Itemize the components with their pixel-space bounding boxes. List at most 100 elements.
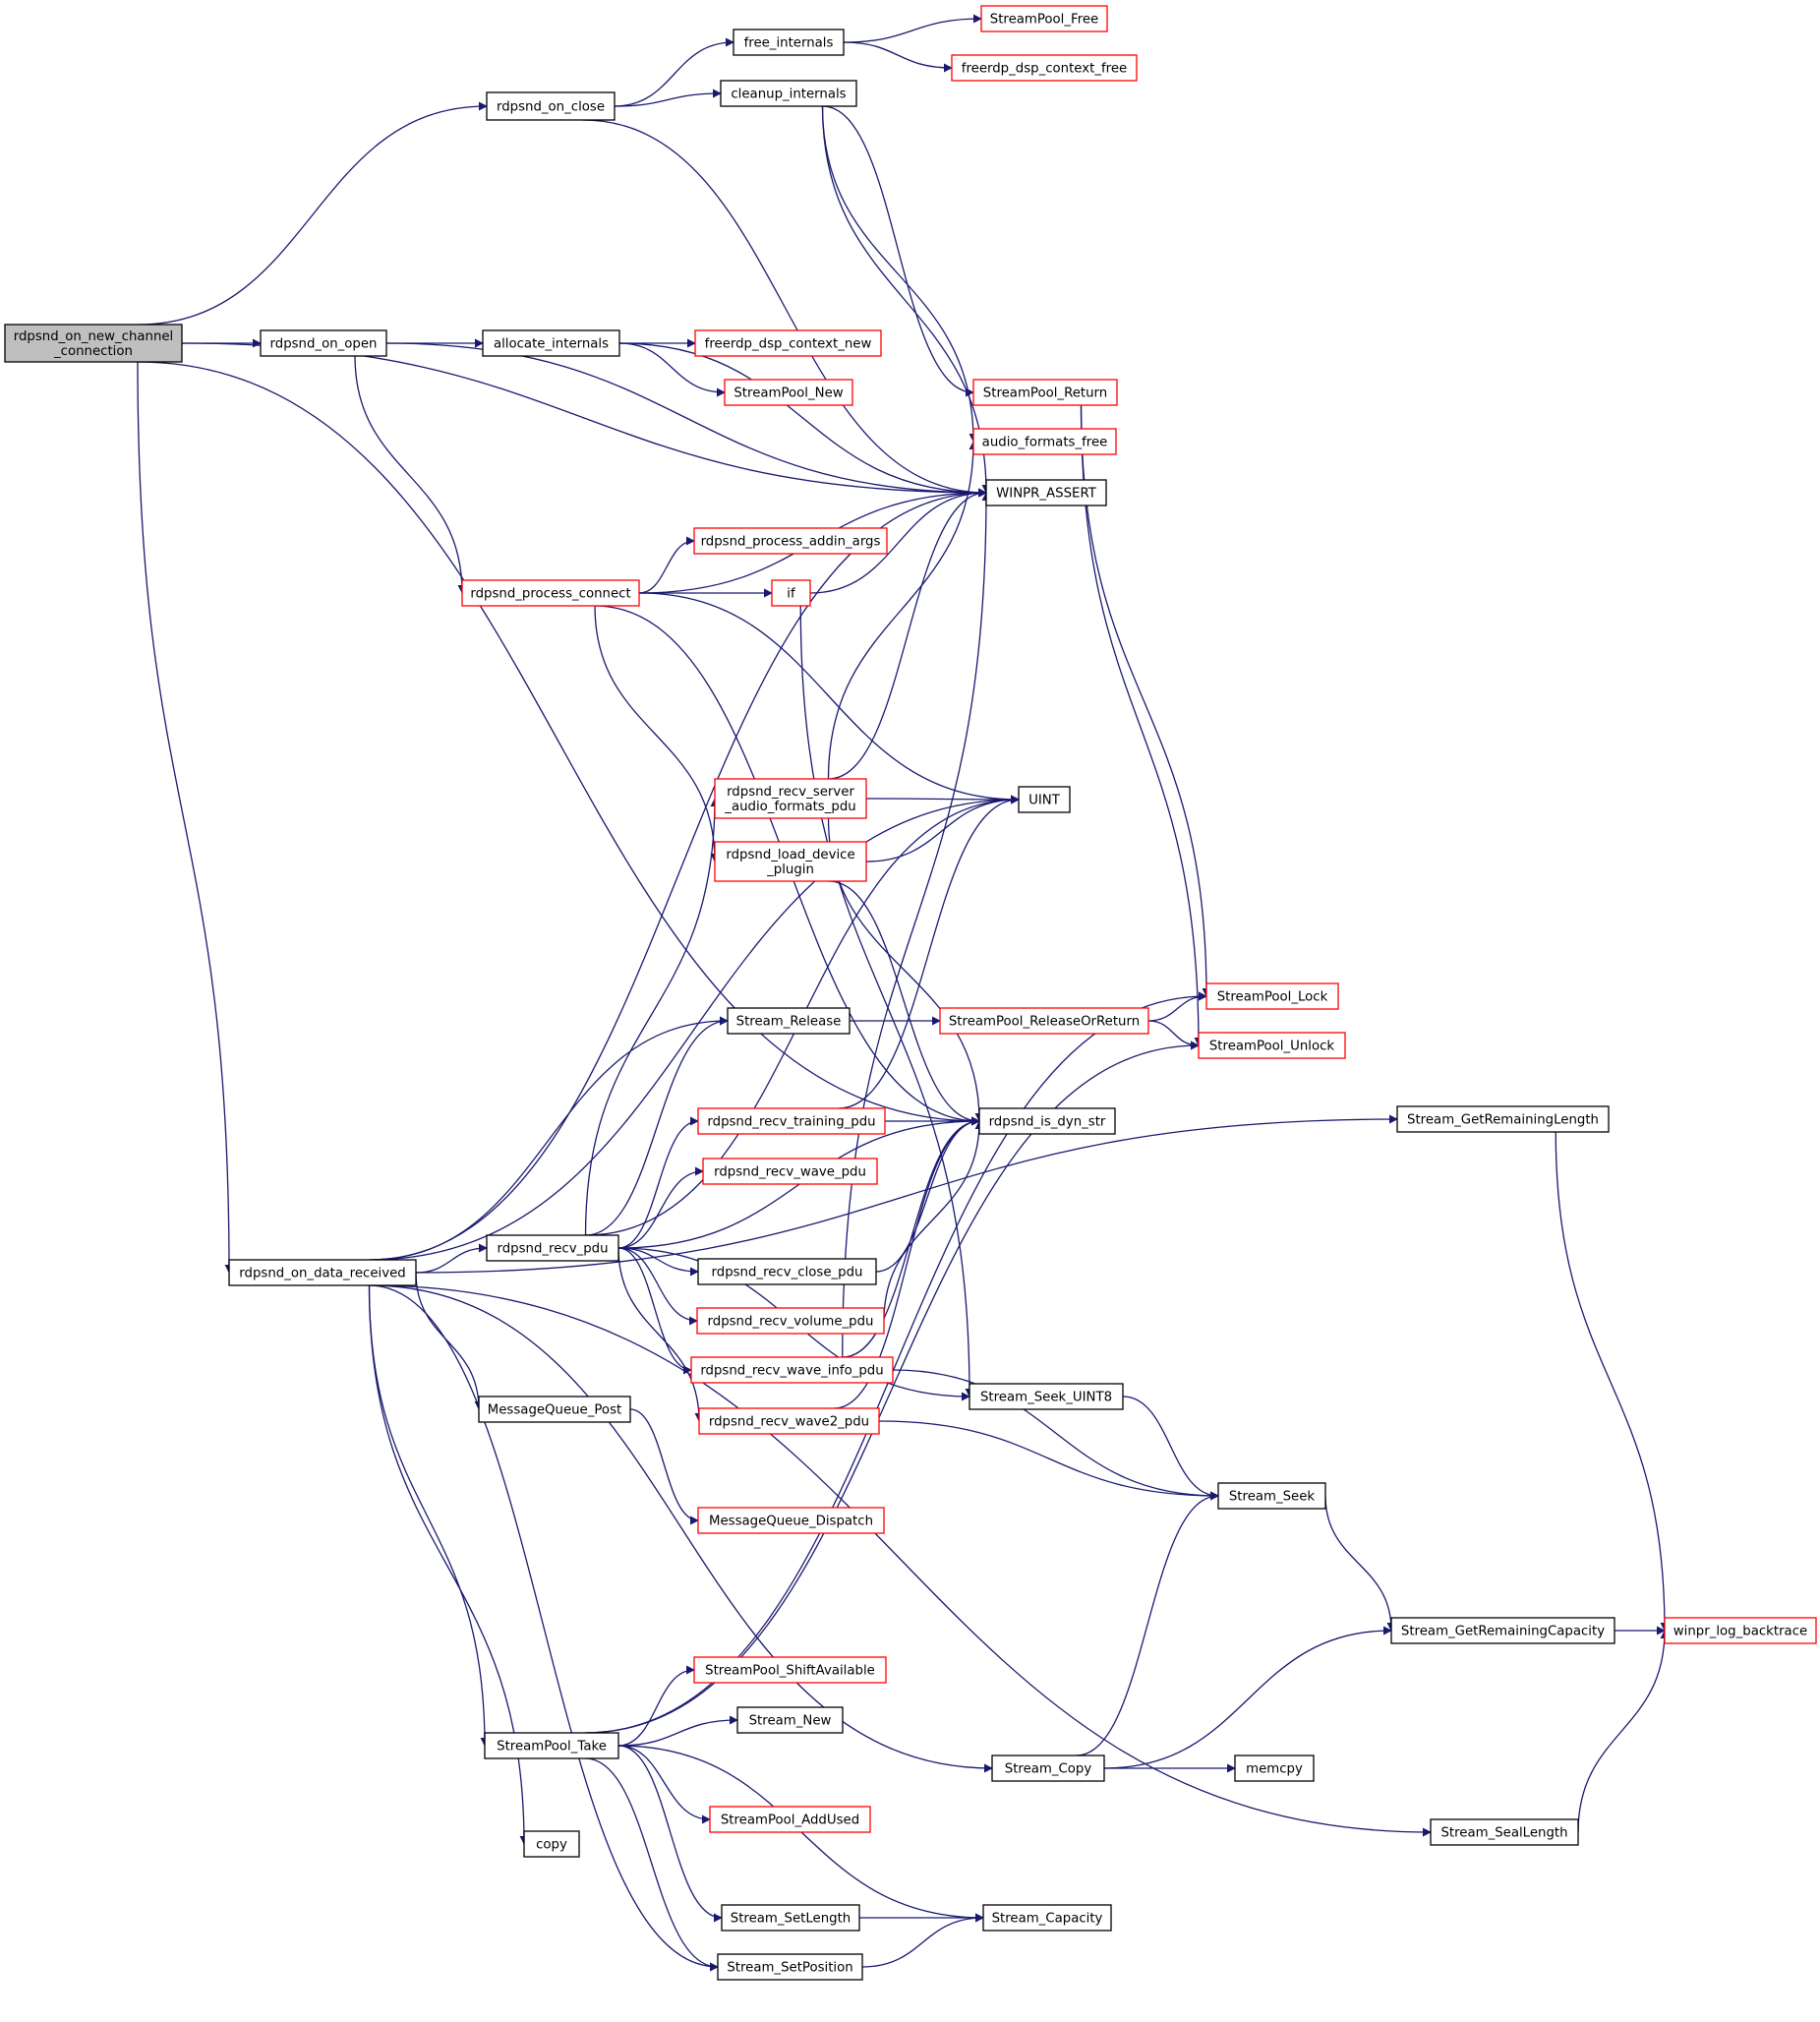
edge-training-to-uint xyxy=(838,795,1020,1109)
edge-stream-seek-to-get-remaining-cap xyxy=(1324,1495,1396,1632)
node-close-pdu[interactable]: rdpsnd_recv_close_pdu xyxy=(697,1258,877,1285)
node-dsp-new[interactable]: freerdp_dsp_context_new xyxy=(694,329,882,357)
edge-sp-return-to-sp-lock xyxy=(1080,404,1211,997)
node-label: allocate_internals xyxy=(494,337,609,352)
node-label: StreamPool_ReleaseOrReturn xyxy=(949,1015,1140,1030)
node-box xyxy=(1430,1818,1579,1846)
node-sp-release-or-return[interactable]: StreamPool_ReleaseOrReturn xyxy=(939,1007,1149,1035)
node-box xyxy=(709,1806,871,1833)
node-get-remaining-cap[interactable]: Stream_GetRemainingCapacity xyxy=(1390,1617,1615,1644)
node-server-formats[interactable]: rdpsnd_recv_server_audio_formats_pdu xyxy=(714,778,867,819)
node-label: _connection xyxy=(53,344,133,359)
node-sp-return[interactable]: StreamPool_Return xyxy=(972,379,1118,406)
node-assert[interactable]: WINPR_ASSERT xyxy=(985,479,1107,506)
node-dsp-free[interactable]: freerdp_dsp_context_free xyxy=(951,54,1138,82)
node-recv-pdu[interactable]: rdpsnd_recv_pdu xyxy=(486,1234,619,1262)
node-box xyxy=(486,91,616,121)
node-label: rdpsnd_recv_volume_pdu xyxy=(708,1315,874,1330)
node-sp-lock[interactable]: StreamPool_Lock xyxy=(1205,982,1339,1010)
node-on-open[interactable]: rdpsnd_on_open xyxy=(260,329,387,357)
node-set-position[interactable]: Stream_SetPosition xyxy=(717,1953,863,1981)
node-stream-copy[interactable]: Stream_Copy xyxy=(991,1754,1105,1782)
node-root[interactable]: rdpsnd_on_new_channel_connection xyxy=(4,324,183,363)
node-sp-new[interactable]: StreamPool_New xyxy=(724,379,853,406)
node-on-data[interactable]: rdpsnd_on_data_received xyxy=(228,1259,417,1286)
edge-wave-info-to-stream-seek xyxy=(892,1369,1219,1501)
node-set-length[interactable]: Stream_SetLength xyxy=(721,1904,860,1932)
node-mq-post[interactable]: MessageQueue_Post xyxy=(478,1396,631,1423)
node-stream-seek[interactable]: Stream_Seek xyxy=(1217,1482,1326,1510)
node-proc-connect[interactable]: rdpsnd_process_connect xyxy=(461,579,640,607)
node-label: rdpsnd_load_device xyxy=(726,848,854,862)
edge-wave2-to-is-dyn-str xyxy=(834,1116,980,1409)
node-label: StreamPool_Return xyxy=(983,387,1107,401)
node-seek-uint8[interactable]: Stream_Seek_UINT8 xyxy=(969,1383,1124,1410)
node-box xyxy=(721,1904,860,1932)
edge-on-data-to-stream-copy xyxy=(369,1284,993,1773)
node-alloc[interactable]: allocate_internals xyxy=(482,329,620,357)
node-training[interactable]: rdpsnd_recv_training_pdu xyxy=(697,1107,886,1135)
edge-cleanup-to-af-free xyxy=(821,105,978,443)
edge-recv-pdu-to-volume-pdu xyxy=(617,1247,698,1326)
node-addin-args[interactable]: rdpsnd_process_addin_args xyxy=(693,527,888,555)
edge-sp-take-to-sp-lock xyxy=(584,991,1207,1734)
node-label: UINT xyxy=(1028,794,1061,808)
node-box xyxy=(972,428,1117,455)
node-is-dyn-str[interactable]: rdpsnd_is_dyn_str xyxy=(978,1107,1116,1135)
edge-sp-release-or-return-to-sp-unlock xyxy=(1147,1020,1200,1050)
node-add-used[interactable]: StreamPool_AddUsed xyxy=(709,1806,871,1833)
node-label: rdpsnd_on_new_channel xyxy=(14,329,174,344)
node-volume-pdu[interactable]: rdpsnd_recv_volume_pdu xyxy=(696,1307,885,1335)
edge-seal-length-to-log-backtrace xyxy=(1577,1630,1670,1833)
edge-seek-uint8-to-stream-seek xyxy=(1122,1396,1219,1501)
node-wave-pdu[interactable]: rdpsnd_recv_wave_pdu xyxy=(702,1158,878,1185)
call-nodes: rdpsnd_on_new_channel_connectionrdpsnd_o… xyxy=(4,5,1817,1981)
node-load-device[interactable]: rdpsnd_load_device_plugin xyxy=(714,841,867,882)
node-stream-release[interactable]: Stream_Release xyxy=(727,1007,851,1035)
node-box xyxy=(724,379,853,406)
node-box xyxy=(228,1259,417,1286)
edge-proc-connect-to-uint xyxy=(638,592,1020,804)
node-label: Stream_SealLength xyxy=(1440,1826,1567,1841)
node-box xyxy=(727,1007,851,1035)
edge-get-remaining-len-to-log-backtrace xyxy=(1555,1131,1670,1632)
node-label: StreamPool_Free xyxy=(990,13,1099,28)
edge-on-data-to-get-remaining-len xyxy=(415,1114,1398,1274)
edge-root-to-assert xyxy=(181,342,987,498)
node-sp-unlock[interactable]: StreamPool_Unlock xyxy=(1198,1032,1346,1059)
node-box xyxy=(484,1732,619,1759)
node-seal-length[interactable]: Stream_SealLength xyxy=(1430,1818,1579,1846)
node-box xyxy=(939,1007,1149,1035)
node-copy[interactable]: copy xyxy=(523,1830,580,1858)
node-label: rdpsnd_on_open xyxy=(270,337,378,352)
node-memcpy[interactable]: memcpy xyxy=(1234,1754,1315,1782)
node-box xyxy=(969,1383,1124,1410)
node-on-close[interactable]: rdpsnd_on_close xyxy=(486,91,616,121)
node-uint[interactable]: UINT xyxy=(1018,786,1071,813)
node-log-backtrace[interactable]: winpr_log_backtrace xyxy=(1664,1617,1817,1644)
node-label: free_internals xyxy=(744,36,834,51)
node-sp-take[interactable]: StreamPool_Take xyxy=(484,1732,619,1759)
node-sp-free[interactable]: StreamPool_Free xyxy=(980,5,1108,32)
node-if[interactable]: if xyxy=(771,579,811,607)
node-box xyxy=(696,1307,885,1335)
edge-cleanup-to-assert xyxy=(821,105,991,494)
edge-sp-take-to-stream-new xyxy=(617,1715,738,1747)
node-free-internals[interactable]: free_internals xyxy=(733,29,845,56)
node-shift-avail[interactable]: StreamPool_ShiftAvailable xyxy=(693,1656,887,1684)
node-wave2[interactable]: rdpsnd_recv_wave2_pdu xyxy=(698,1407,880,1435)
node-box xyxy=(693,1656,887,1684)
edge-on-close-to-assert xyxy=(582,119,987,498)
node-get-remaining-len[interactable]: Stream_GetRemainingLength xyxy=(1396,1105,1610,1133)
node-cleanup[interactable]: cleanup_internals xyxy=(720,80,857,107)
edge-server-formats-to-assert xyxy=(828,488,987,780)
node-wave-info[interactable]: rdpsnd_recv_wave_info_pdu xyxy=(690,1356,894,1384)
node-af-free[interactable]: audio_formats_free xyxy=(972,428,1117,455)
node-capacity[interactable]: Stream_Capacity xyxy=(982,1904,1112,1932)
edge-sp-take-to-add-used xyxy=(617,1745,711,1824)
node-mq-dispatch[interactable]: MessageQueue_Dispatch xyxy=(697,1507,885,1534)
node-label: rdpsnd_recv_server xyxy=(727,785,854,800)
edge-sp-take-to-sp-unlock xyxy=(584,1041,1200,1734)
node-stream-new[interactable]: Stream_New xyxy=(736,1706,844,1734)
